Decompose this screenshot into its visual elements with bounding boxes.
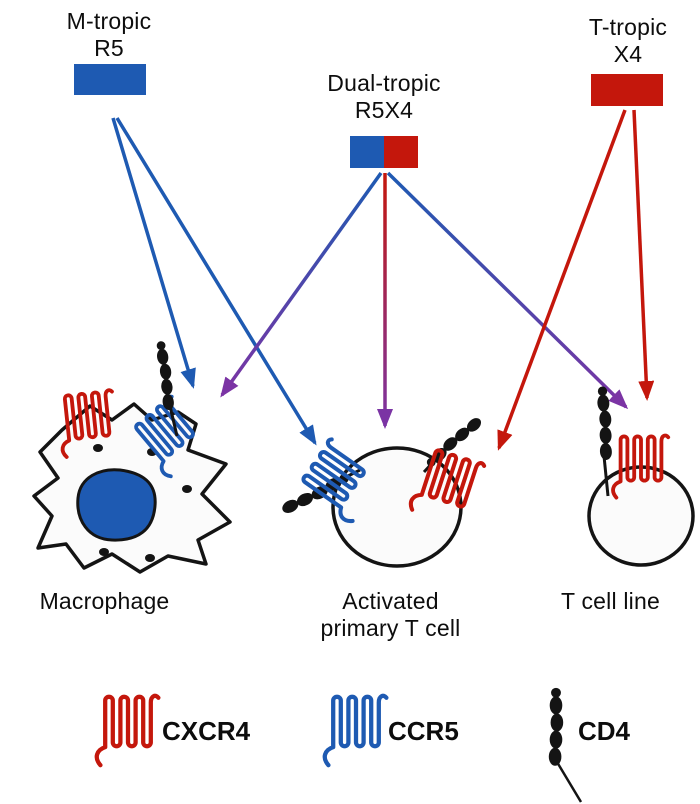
t-tropic-label: T-tropic X4 [546, 14, 700, 68]
arrow-m-tropic-to-activated-t-cell [115, 117, 317, 446]
cd4-stalk-legend [555, 761, 583, 803]
m-tropic-label-line2: R5 [94, 35, 124, 62]
dual-tropic-label: Dual-tropic R5X4 [282, 70, 486, 124]
arrow-t-tropic-to-t-cell-line [632, 109, 655, 401]
arrow-t-tropic-to-activated-t-cell [497, 109, 627, 451]
cd4-icon-t-cell-line [595, 386, 615, 461]
t-tropic-virus-box [591, 74, 663, 106]
m-tropic-label-line1: M-tropic [66, 8, 152, 34]
ccr5-receptor-icon-legend [325, 696, 387, 765]
macrophage-label-text: Macrophage [39, 588, 170, 614]
macrophage-granules [93, 444, 192, 562]
arrow-m-tropic-to-macrophage [111, 117, 196, 389]
t-cell-line-label: T cell line [518, 588, 700, 615]
legend-label-cxcr4: CXCR4 [162, 716, 251, 746]
macrophage-cell [32, 340, 232, 574]
cd4-stalk-macrophage [168, 405, 179, 437]
cd4-icon-macrophage [154, 340, 177, 411]
cd4-stalk-t-cell-line [602, 455, 610, 497]
cd4-icon-legend [548, 687, 564, 766]
activated-t-cell-body [331, 446, 463, 568]
arrow-dual-tropic-to-t-cell-line [386, 171, 629, 410]
legend-icons [97, 687, 583, 803]
t-cell-line-cell [587, 386, 695, 567]
virus-boxes [74, 64, 663, 168]
macrophage-nucleus [76, 468, 157, 542]
dual-tropic-label-line2: R5X4 [354, 97, 414, 124]
activated-t-cell-label-line1: Activated [342, 588, 439, 614]
tropism-arrows [111, 109, 655, 451]
t-cell-line-body [587, 465, 695, 567]
t-tropic-label-line2: X4 [613, 41, 643, 68]
dual-tropic-virus-box-red-half [384, 136, 418, 168]
m-tropic-label: M-tropic R5 [24, 8, 194, 62]
t-tropic-label-line1: T-tropic [588, 14, 668, 40]
cxcr4-receptor-icon-legend [97, 696, 159, 765]
activated-t-cell-label: Activated primary T cell [288, 588, 493, 642]
dual-tropic-virus-box-blue-half [350, 136, 384, 168]
m-tropic-virus-box [74, 64, 146, 95]
dual-tropic-label-line1: Dual-tropic [327, 70, 441, 96]
activated-t-cell [280, 414, 485, 568]
macrophage-label: Macrophage [2, 588, 207, 615]
t-cell-line-label-text: T cell line [561, 588, 660, 614]
arrow-dual-tropic-to-macrophage [220, 171, 383, 398]
activated-t-cell-label-line2: primary T cell [320, 615, 461, 642]
legend-label-cd4: CD4 [578, 716, 631, 746]
legend-label-ccr5: CCR5 [388, 716, 459, 746]
